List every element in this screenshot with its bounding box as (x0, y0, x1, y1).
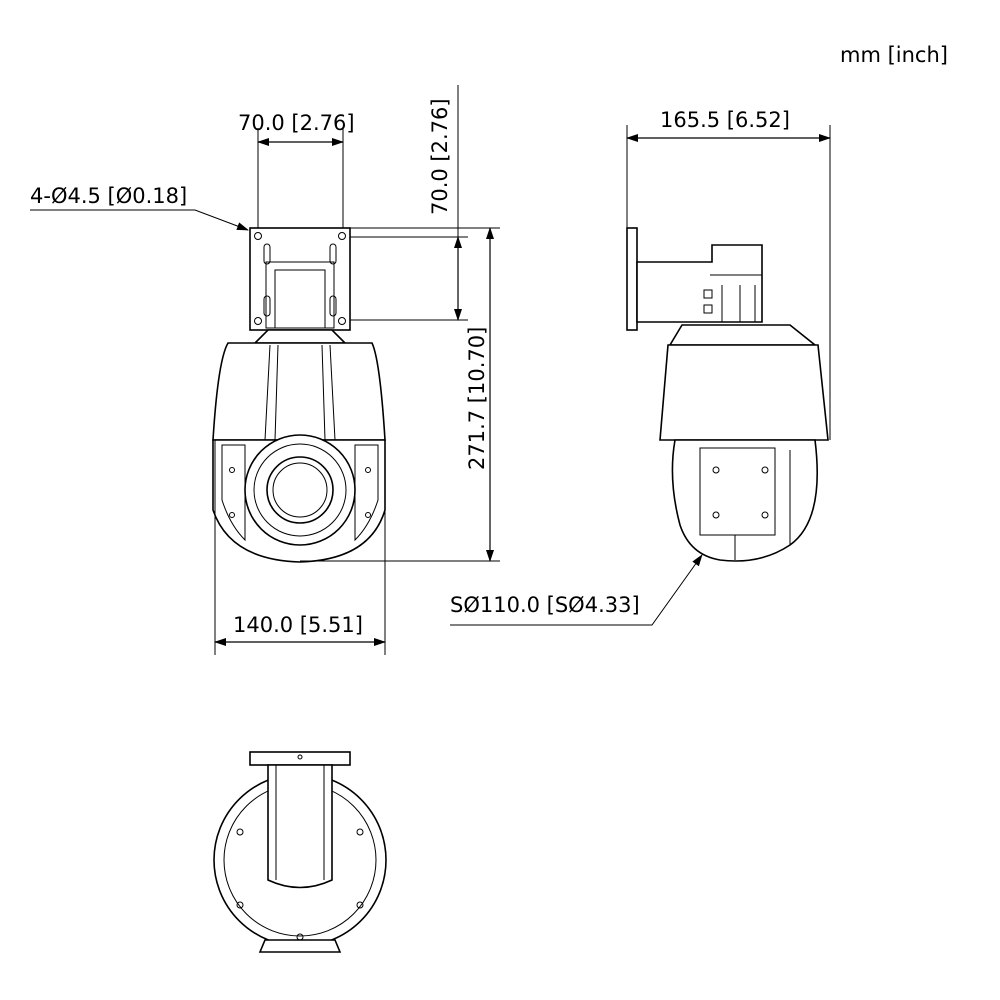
side-view: 165.5 [6.52] SØ110.0 [SØ4.33] (450, 108, 831, 626)
bottom-view (213, 751, 387, 953)
holes-label: 4-Ø4.5 [Ø0.18] (30, 184, 187, 208)
mount-height-label: 70.0 [2.76] (428, 98, 452, 215)
lens (266, 456, 334, 524)
wall-plate (626, 227, 638, 331)
arm (636, 244, 763, 323)
depth-label: 165.5 [6.52] (660, 108, 790, 132)
sphere (671, 439, 818, 562)
bottom-arm (267, 764, 333, 889)
housing (212, 342, 386, 441)
units-label: mm [inch] (840, 43, 948, 67)
side-housing (659, 344, 829, 441)
mount-width-label: 70.0 [2.76] (238, 111, 355, 135)
mount-plate (249, 227, 351, 331)
body-width-label: 140.0 [5.51] (233, 613, 363, 637)
front-view: 70.0 [2.76] 70.0 [2.76] 4-Ø4.5 [Ø0.18] 2… (30, 85, 500, 655)
sphere-diameter-label: SØ110.0 [SØ4.33] (450, 593, 640, 617)
total-height-label: 271.7 [10.70] (465, 327, 489, 470)
